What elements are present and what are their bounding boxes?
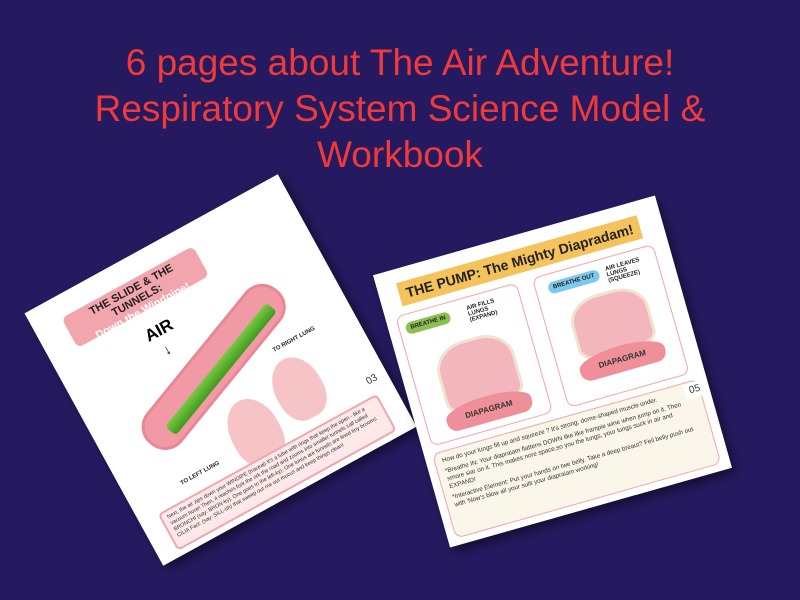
breathe-in-note: AIR FILLS LUNGS (EXPAND): [465, 298, 499, 324]
heading-title: THE SLIDE & THE TUNNELS:: [87, 262, 176, 320]
breathe-out-panel: BREATHE OUT AIR LEAVES LUNGS (SQUEEZE) D…: [531, 243, 690, 409]
breathe-in-tag: BREATHE IN: [404, 310, 453, 336]
breathe-out-tag: BREATHE OUT: [546, 268, 601, 295]
workbook-page-03: THE SLIDE & THE TUNNELS: Down the Windpi…: [24, 174, 417, 566]
headline: 6 pages about The Air Adventure! Respira…: [0, 40, 800, 178]
air-label: AIR: [141, 314, 177, 346]
breathe-in-panel: BREATHE IN AIR FILLS LUNGS (EXPAND) DIAP…: [395, 282, 554, 447]
workbook-page-05: THE PUMP: The Mighty Diapradam! BREATHE …: [373, 195, 732, 548]
page-heading: THE SLIDE & THE TUNNELS: Down the Windpi…: [61, 245, 210, 349]
headline-line-1: 6 pages about The Air Adventure!: [125, 42, 675, 83]
right-lung-label: TO RIGHT LUNG: [272, 325, 317, 354]
headline-line-3: Workbook: [317, 134, 483, 175]
breathe-out-note: AIR LEAVES LUNGS (SQUEEZE): [604, 257, 641, 285]
arrow-down-icon: ↓: [159, 340, 174, 358]
headline-line-2: Respiratory System Science Model &: [94, 88, 706, 129]
page-number: 03: [359, 368, 385, 392]
